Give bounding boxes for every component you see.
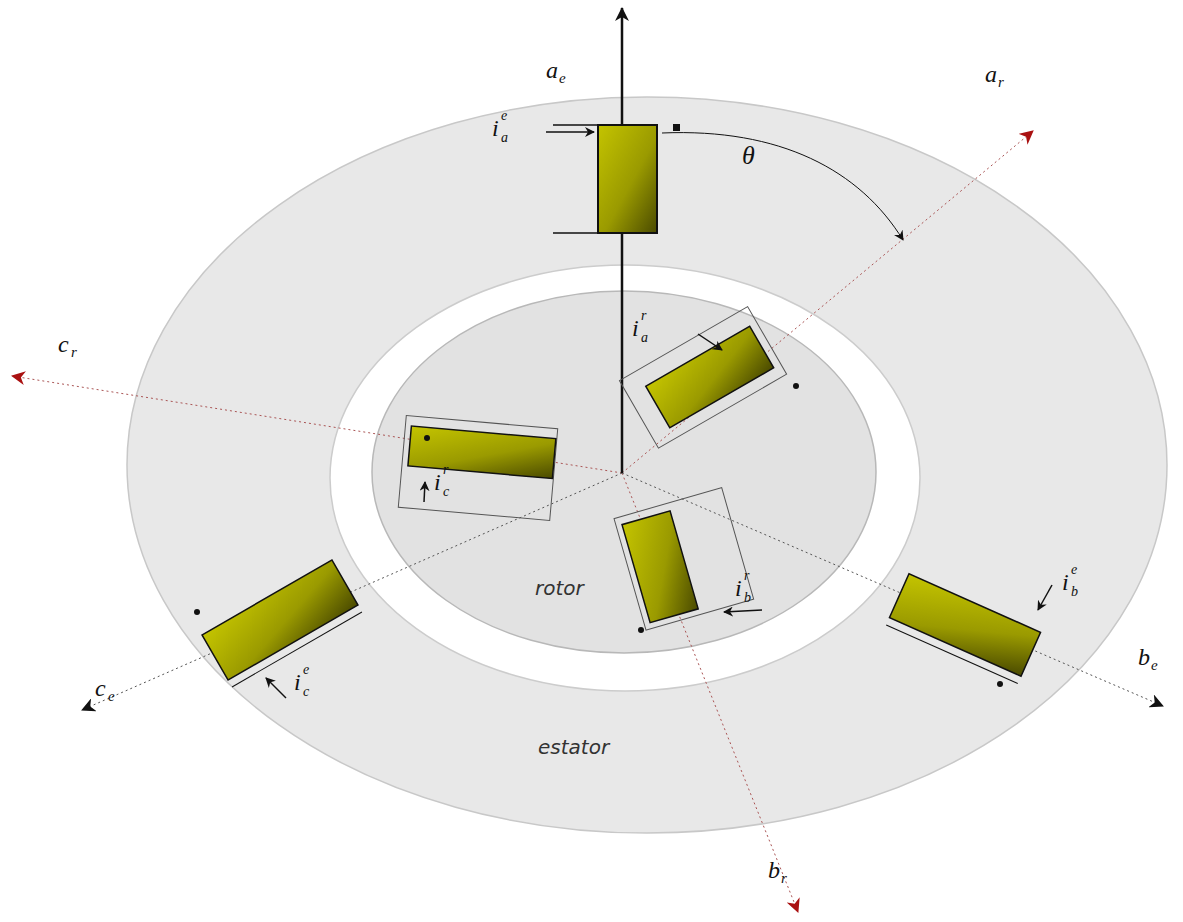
axis-subscript: e — [108, 689, 115, 704]
current-subscript: b — [1071, 585, 1078, 599]
part-name: rotor — [535, 576, 584, 600]
axis-name: b — [768, 858, 780, 882]
axis-subscript: r — [781, 871, 787, 886]
current-symbol: i — [492, 116, 499, 140]
axis-subscript: r — [998, 75, 1004, 90]
axis-subscript: r — [71, 345, 77, 360]
current-superscript: e — [501, 109, 507, 123]
axis-name: c — [58, 332, 69, 356]
stator-ring: estator rotor — [125, 95, 1170, 835]
axis-name: a — [546, 58, 558, 82]
current-subscript: a — [641, 331, 648, 345]
current-subscript: b — [744, 591, 751, 605]
axis-subscript: e — [559, 71, 566, 86]
current-symbol: i — [735, 576, 742, 600]
current-subscript: a — [501, 131, 508, 145]
axis-name: c — [95, 676, 106, 700]
axis-name: a — [985, 62, 997, 86]
part-name: estator — [538, 735, 609, 759]
current-subscript: c — [443, 485, 449, 499]
current-superscript: r — [443, 463, 448, 477]
current-superscript: r — [744, 569, 749, 583]
current-symbol: i — [1062, 570, 1069, 594]
current-superscript: e — [303, 663, 309, 677]
axis-subscript: e — [1151, 658, 1158, 673]
current-symbol: i — [434, 470, 441, 494]
current-symbol: i — [294, 670, 301, 694]
angle-symbol: θ — [742, 143, 755, 169]
current-superscript: r — [641, 309, 646, 323]
current-superscript: e — [1071, 563, 1077, 577]
current-subscript: c — [303, 685, 309, 699]
current-symbol: i — [632, 316, 639, 340]
stator-ring-outline — [125, 95, 1170, 835]
axis-name: b — [1138, 645, 1150, 669]
